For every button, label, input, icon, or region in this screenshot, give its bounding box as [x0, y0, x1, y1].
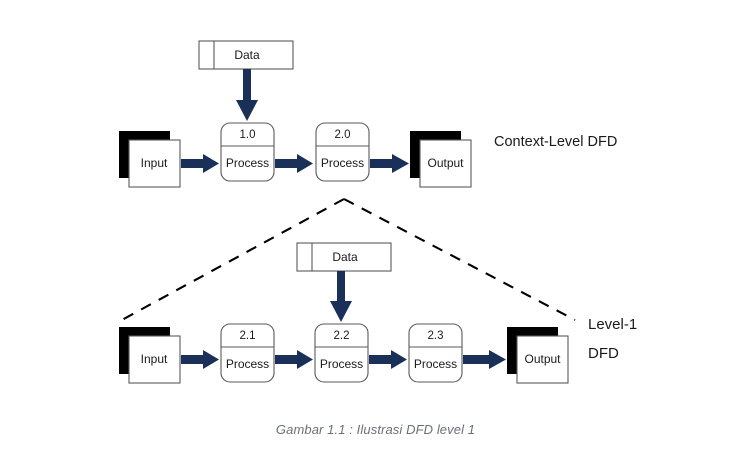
context-process-2-0-label: Process — [321, 156, 364, 170]
flow-arrow-process-1-0-to-2-0 — [275, 154, 313, 173]
flow-arrow-process-2-3-to-output — [463, 350, 506, 369]
figure-caption: Gambar 1.1 : Ilustrasi DFD level 1 — [275, 422, 476, 437]
context-process-1-0: 1.0 Process — [220, 122, 275, 182]
context-entity-input: Input — [119, 131, 181, 188]
flow-arrow-data-to-process-2-2 — [330, 271, 352, 322]
explosion-line-right — [343, 198, 576, 321]
explosion-dashed-lines — [119, 198, 576, 322]
context-process-2-0: 2.0 Process — [315, 122, 370, 182]
context-data-store: Data — [198, 40, 294, 70]
context-process-2-0-number: 2.0 — [335, 129, 351, 141]
level1-process-2-2-label: Process — [320, 357, 363, 371]
level1-entity-output: Output — [507, 327, 569, 384]
flow-arrow-input-to-process-2-1 — [181, 350, 219, 369]
level1-dfd-label-line2: DFD — [588, 344, 619, 362]
level1-entity-input-label: Input — [141, 352, 168, 366]
flow-arrow-process-2-0-to-output — [370, 154, 409, 173]
level1-process-2-2-number: 2.2 — [334, 330, 350, 342]
flow-arrow-process-2-1-to-2-2 — [275, 350, 313, 369]
explosion-line-left — [119, 198, 345, 322]
context-entity-input-label: Input — [141, 156, 168, 170]
level1-entity-output-label: Output — [524, 352, 561, 366]
context-process-1-0-number: 1.0 — [240, 129, 256, 141]
context-entity-output: Output — [410, 131, 472, 188]
context-data-store-label: Data — [234, 48, 260, 62]
level1-data-store: Data — [296, 242, 392, 272]
level1-process-2-3: 2.3 Process — [408, 323, 463, 383]
flow-arrow-data-to-process-1-0 — [236, 69, 258, 121]
context-entity-output-label: Output — [427, 156, 464, 170]
level1-process-2-2: 2.2 Process — [314, 323, 369, 383]
level1-entity-input: Input — [119, 327, 181, 384]
context-level-dfd-label: Context-Level DFD — [494, 134, 618, 150]
level1-dfd-label: Level-1 DFD — [588, 311, 637, 368]
level1-process-2-1-number: 2.1 — [240, 330, 256, 342]
flow-arrow-process-2-2-to-2-3 — [369, 350, 407, 369]
level1-process-2-3-label: Process — [414, 357, 457, 371]
level1-data-store-label: Data — [332, 250, 358, 264]
flow-arrow-input-to-process-1-0 — [181, 154, 219, 173]
level1-process-2-1-label: Process — [226, 357, 269, 371]
level1-process-2-3-number: 2.3 — [428, 330, 444, 342]
level1-dfd-label-line1: Level-1 — [588, 316, 638, 333]
level1-process-2-1: 2.1 Process — [220, 323, 275, 383]
context-process-1-0-label: Process — [226, 156, 269, 170]
